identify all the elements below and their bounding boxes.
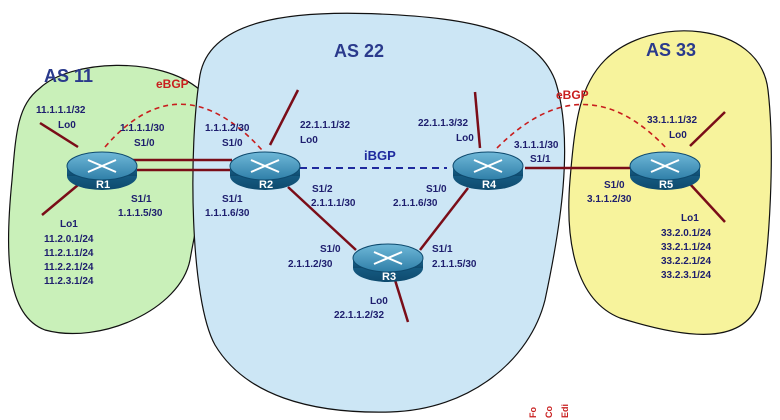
r1-lo0-link bbox=[39, 121, 79, 149]
r1-lo1-address-4: 11.2.3.1/24 bbox=[44, 276, 94, 287]
router-r3-label: R3 bbox=[382, 271, 396, 283]
r1-lo1-address-1: 11.2.0.1/24 bbox=[44, 234, 94, 245]
r2-s12-label: S1/2 bbox=[312, 184, 333, 195]
r2-s11-label: S1/1 bbox=[222, 194, 243, 205]
r5-lo1-address-1: 33.2.0.1/24 bbox=[661, 228, 711, 239]
r2-s12-address: 2.1.1.1/30 bbox=[311, 198, 356, 209]
r5-s10-label: S1/0 bbox=[604, 180, 625, 191]
r4-lo0-link bbox=[473, 91, 482, 149]
r3-s10-address: 2.1.1.2/30 bbox=[288, 259, 333, 270]
router-r3[interactable]: R3 bbox=[352, 243, 424, 283]
r2-s10-label: S1/0 bbox=[222, 138, 243, 149]
ebgp-session-left bbox=[104, 103, 263, 151]
router-r4[interactable]: R4 bbox=[452, 151, 524, 191]
r2-interface-labels: 1.1.1.2/30 S1/0 22.1.1.1/32 Lo0 S1/1 1.1… bbox=[205, 120, 356, 219]
r2-s10-address: 1.1.1.2/30 bbox=[205, 123, 250, 134]
r5-lo1-link bbox=[689, 183, 726, 223]
r1-lo1-address-2: 11.2.1.1/24 bbox=[44, 248, 94, 259]
as33-title: AS 33 bbox=[646, 40, 696, 60]
router-r1-label: R1 bbox=[96, 179, 110, 191]
r3-lo0-label: Lo0 bbox=[370, 296, 388, 307]
r4-s10-address: 2.1.1.6/30 bbox=[393, 198, 438, 209]
r5-s10-address: 3.1.1.2/30 bbox=[587, 194, 632, 205]
ebgp-session-right bbox=[496, 103, 669, 151]
r1-lo0-address: 11.1.1.1/32 bbox=[36, 105, 86, 116]
footer-fragment-2: Co bbox=[544, 406, 554, 418]
r5-lo1-address-4: 33.2.3.1/24 bbox=[661, 270, 711, 281]
router-arrows-icon bbox=[473, 159, 503, 173]
r1-interface-labels: 11.1.1.1/32 Lo0 1.1.1.1/30 S1/0 S1/1 1.1… bbox=[36, 105, 165, 287]
r5-lo1-address-3: 33.2.2.1/24 bbox=[661, 256, 711, 267]
router-r5[interactable]: R5 bbox=[629, 151, 701, 191]
router-arrows-icon bbox=[650, 159, 680, 173]
r4-lo0-address: 22.1.1.3/32 bbox=[418, 118, 468, 129]
router-r2-label: R2 bbox=[259, 179, 273, 191]
router-arrows-icon bbox=[250, 159, 280, 173]
r5-lo0-address: 33.1.1.1/32 bbox=[647, 115, 697, 126]
footer-fragment-3: Edi bbox=[560, 404, 570, 418]
r3-interface-labels: S1/0 2.1.1.2/30 S1/1 2.1.1.5/30 Lo0 22.1… bbox=[288, 244, 477, 321]
r5-lo0-link bbox=[689, 111, 726, 147]
serial-links bbox=[128, 158, 632, 251]
r4-s11-address: 3.1.1.1/30 bbox=[514, 140, 559, 151]
r3-s11-address: 2.1.1.5/30 bbox=[432, 259, 477, 270]
r4-r3-link bbox=[419, 187, 469, 251]
r1-s11-label: S1/1 bbox=[131, 194, 152, 205]
footer-fragments: Fo Co Edi bbox=[528, 404, 570, 418]
r1-lo1-link bbox=[41, 184, 79, 216]
r3-s10-label: S1/0 bbox=[320, 244, 341, 255]
r2-lo0-label: Lo0 bbox=[300, 135, 318, 146]
r3-lo0-link bbox=[393, 279, 410, 323]
r1-lo1-address-3: 11.2.2.1/24 bbox=[44, 262, 94, 273]
r3-s11-label: S1/1 bbox=[432, 244, 453, 255]
router-r4-label: R4 bbox=[482, 179, 497, 191]
r5-lo0-label: Lo0 bbox=[669, 130, 687, 141]
router-r5-label: R5 bbox=[659, 179, 673, 191]
r1-s10-label: S1/0 bbox=[134, 138, 155, 149]
r4-interface-labels: 22.1.1.3/32 Lo0 3.1.1.1/30 S1/1 S1/0 2.1… bbox=[393, 118, 559, 209]
r1-lo1-label: Lo1 bbox=[60, 219, 78, 230]
ibgp-label: iBGP bbox=[364, 148, 396, 163]
r5-lo1-label: Lo1 bbox=[681, 213, 699, 224]
r2-s11-address: 1.1.1.6/30 bbox=[205, 208, 250, 219]
router-arrows-icon bbox=[87, 159, 117, 173]
r5-interface-labels: S1/0 3.1.1.2/30 33.1.1.1/32 Lo0 Lo1 33.2… bbox=[587, 115, 711, 281]
r1-s10-address: 1.1.1.1/30 bbox=[120, 123, 165, 134]
as22-title: AS 22 bbox=[334, 41, 384, 61]
r2-lo0-link bbox=[268, 89, 300, 146]
footer-fragment-1: Fo bbox=[528, 407, 538, 418]
router-r2[interactable]: R2 bbox=[229, 151, 301, 191]
router-r1[interactable]: R1 bbox=[66, 151, 138, 191]
r1-lo0-label: Lo0 bbox=[58, 120, 76, 131]
r2-lo0-address: 22.1.1.1/32 bbox=[300, 120, 350, 131]
ebgp-label-left: eBGP bbox=[156, 77, 189, 91]
r4-s10-label: S1/0 bbox=[426, 184, 447, 195]
r4-lo0-label: Lo0 bbox=[456, 133, 474, 144]
r1-s11-address: 1.1.1.5/30 bbox=[118, 208, 163, 219]
as11-region bbox=[7, 64, 212, 335]
loopback-lines bbox=[39, 89, 726, 323]
r5-lo1-address-2: 33.2.1.1/24 bbox=[661, 242, 711, 253]
r3-lo0-address: 22.1.1.2/32 bbox=[334, 310, 384, 321]
r4-s11-label: S1/1 bbox=[530, 154, 551, 165]
r2-r3-link bbox=[287, 186, 357, 251]
router-arrows-icon bbox=[373, 251, 403, 265]
ebgp-label-right: eBGP bbox=[556, 88, 589, 102]
as11-title: AS 11 bbox=[44, 66, 93, 86]
